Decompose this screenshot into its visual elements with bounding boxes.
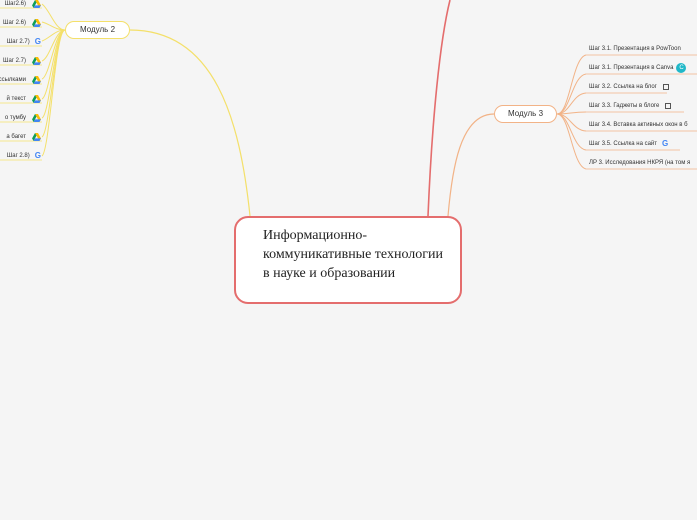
module2-underlines (0, 7, 42, 161)
module2-item[interactable]: ссылками (0, 75, 41, 85)
module2-item-label: Шаг2.6) (4, 1, 26, 7)
module2-item-label: о тумбу (4, 115, 26, 121)
module2-node[interactable]: Модуль 2 (65, 21, 130, 39)
module2-connector (129, 29, 251, 217)
module2-label: Модуль 2 (79, 25, 116, 34)
central-topic-text: Информационно-коммуникативные технологии… (263, 228, 443, 281)
module2-item[interactable]: Шаг 2.7) (3, 56, 41, 66)
google-icon: G (34, 151, 41, 160)
central-topic[interactable]: Информационно-коммуникативные технологии… (234, 216, 462, 304)
module3-item-label: Шаг 3.5. Ссылка на сайт (589, 141, 658, 147)
module3-item-label: Шаг 3.2. Ссылка на блог (589, 84, 657, 90)
canva-icon: C (676, 63, 687, 73)
module3-label: Модуль 3 (507, 109, 544, 118)
module2-item-label: ссылками (0, 77, 26, 83)
external-link-icon[interactable] (665, 103, 672, 109)
module2-item-label: й текст (6, 96, 26, 102)
google-drive-icon (32, 0, 41, 8)
module3-item-label: Шаг 3.4. Вставка активных окон в б (589, 122, 688, 128)
module3-item[interactable]: Шаг 3.1. Презентация в PowToon (589, 44, 681, 54)
module3-item-label: ЛР 3. Исследования НКРЯ (на том я (589, 160, 691, 166)
module2-item-label: а багет (6, 134, 26, 140)
module3-item-label: Шаг 3.1. Презентация в PowToon (589, 46, 681, 52)
external-link-icon[interactable] (662, 84, 669, 90)
module2-item-label: Шаг 2.6) (2, 20, 26, 26)
module3-item[interactable]: Шаг 3.3. Гаджеты в блоге (589, 101, 672, 111)
google-drive-icon (32, 76, 41, 84)
module2-item-label: Шаг 2.7) (2, 58, 26, 64)
module2-item-label: Шаг 2.7) (6, 39, 30, 45)
google-icon: G (662, 139, 669, 148)
module2-item[interactable]: й текст (7, 94, 41, 104)
google-drive-icon (32, 57, 41, 65)
module3-connector (447, 113, 495, 217)
module2-item-label: Шаг 2.8) (6, 153, 30, 159)
module2-item[interactable]: о тумбу (5, 113, 41, 123)
module3-item-label: Шаг 3.3. Гаджеты в блоге (589, 103, 660, 109)
module3-subbranches (556, 54, 587, 170)
module3-item-label: Шаг 3.1. Презентация в Canva (589, 65, 674, 71)
module2-item[interactable]: Шаг2.6) (5, 0, 41, 9)
google-drive-icon (32, 114, 41, 122)
module3-item[interactable]: Шаг 3.2. Ссылка на блог (589, 82, 669, 92)
module3-underlines (586, 54, 697, 170)
google-drive-icon (32, 133, 41, 141)
google-icon: G (34, 37, 41, 46)
module3-item[interactable]: Шаг 3.1. Презентация в Canva C (589, 63, 687, 73)
module2-subbranches (41, 3, 66, 157)
google-drive-icon (32, 19, 41, 27)
main-branch-connector (427, 0, 451, 217)
module3-node[interactable]: Модуль 3 (494, 105, 557, 123)
module3-item[interactable]: Шаг 3.5. Ссылка на сайт G (589, 139, 668, 149)
module2-item[interactable]: Шаг 2.8) G (7, 151, 41, 161)
module3-item[interactable]: ЛР 3. Исследования НКРЯ (на том я (589, 158, 690, 168)
module2-item[interactable]: Шаг 2.7) G (7, 37, 41, 47)
module2-item[interactable]: а багет (6, 132, 41, 142)
module2-item[interactable]: Шаг 2.6) (3, 18, 41, 28)
module3-item[interactable]: Шаг 3.4. Вставка активных окон в б (589, 120, 688, 130)
google-drive-icon (32, 95, 41, 103)
